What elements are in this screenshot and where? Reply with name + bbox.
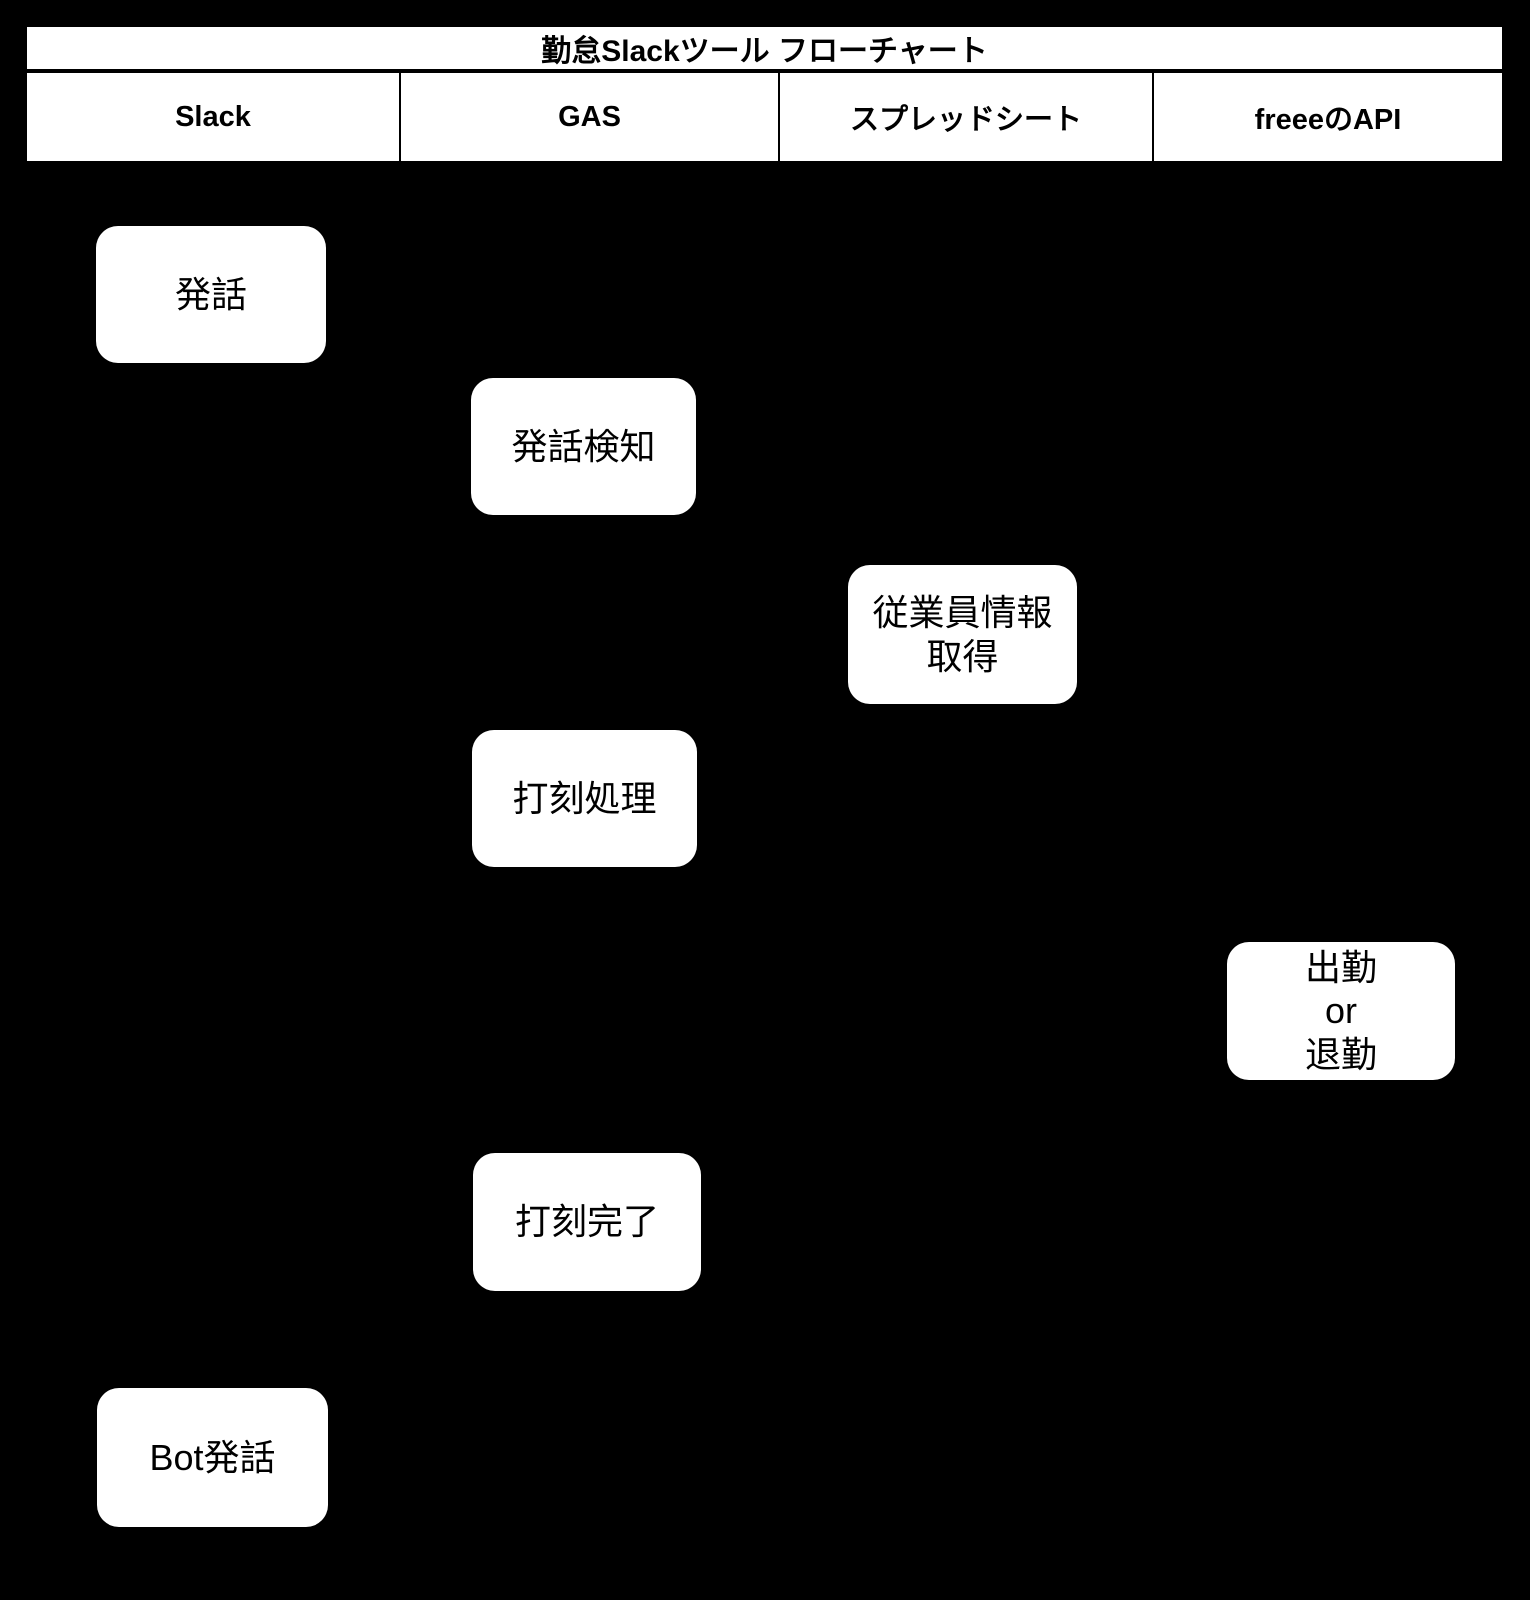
lane-header-slack: Slack	[27, 73, 401, 161]
flow-node-punch-processing: 打刻処理	[472, 730, 697, 867]
flow-node-punch-complete: 打刻完了	[473, 1153, 701, 1291]
swimlane-header: 勤怠Slackツール フローチャート Slack GAS スプレッドシート fr…	[25, 25, 1504, 163]
lane-header-gas: GAS	[401, 73, 780, 161]
lane-header-freee-api: freeeのAPI	[1154, 73, 1502, 161]
diagram-title-bar: 勤怠Slackツール フローチャート	[25, 25, 1504, 71]
diagram-title: 勤怠Slackツール フローチャート	[541, 35, 988, 68]
flow-node-utterance: 発話	[96, 226, 326, 363]
lane-header-row: Slack GAS スプレッドシート freeeのAPI	[25, 71, 1504, 163]
flow-node-utterance-detection: 発話検知	[471, 378, 696, 515]
flow-node-employee-info-fetch: 従業員情報 取得	[848, 565, 1077, 704]
flow-node-clock-in-or-out: 出勤 or 退勤	[1227, 942, 1455, 1080]
flow-node-bot-utterance: Bot発話	[97, 1388, 328, 1527]
lane-header-spreadsheet: スプレッドシート	[780, 73, 1154, 161]
